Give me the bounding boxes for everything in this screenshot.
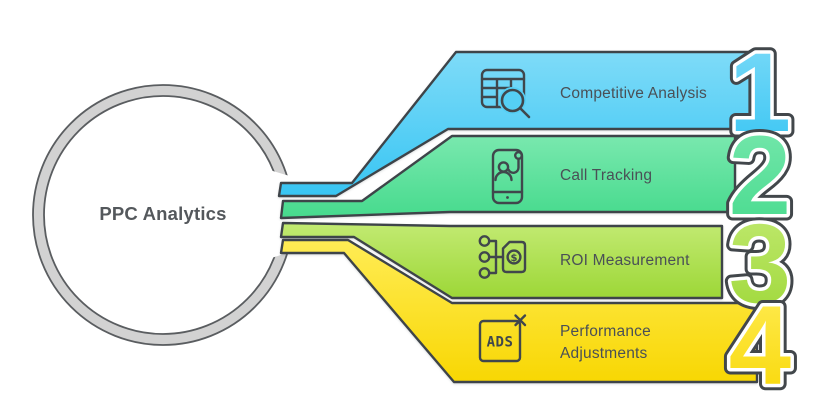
- band-4-label-line-2: Adjustments: [560, 345, 648, 362]
- hub-title: PPC Analytics: [99, 203, 227, 224]
- dollar-glyph: $: [511, 253, 518, 264]
- band-3-label: ROI Measurement: [560, 252, 690, 269]
- band-3-number-outline: 3: [729, 201, 791, 326]
- band-2-number-outline: 2: [729, 113, 791, 238]
- band-4-shape: [279, 238, 759, 384]
- band-1-label: Competitive Analysis: [560, 85, 708, 102]
- band-2-label: Call Tracking: [560, 167, 653, 184]
- band-2-shape: [279, 134, 737, 220]
- band-4-label-line-1: Performance: [560, 323, 651, 340]
- ads-icon-text: ADS: [487, 335, 514, 351]
- band-4-number-outline: 4: [729, 283, 791, 408]
- band-3-shape: [279, 221, 724, 300]
- band-2-number: 2: [729, 113, 791, 238]
- band-1-shape: [277, 50, 754, 198]
- band-4-label: Performance Adjustments: [560, 321, 651, 365]
- band-4-number: 4: [729, 283, 791, 408]
- band-3-number: 3: [729, 201, 791, 326]
- band-1-number: 1: [729, 30, 791, 155]
- band-1-number-outline: 1: [729, 30, 791, 155]
